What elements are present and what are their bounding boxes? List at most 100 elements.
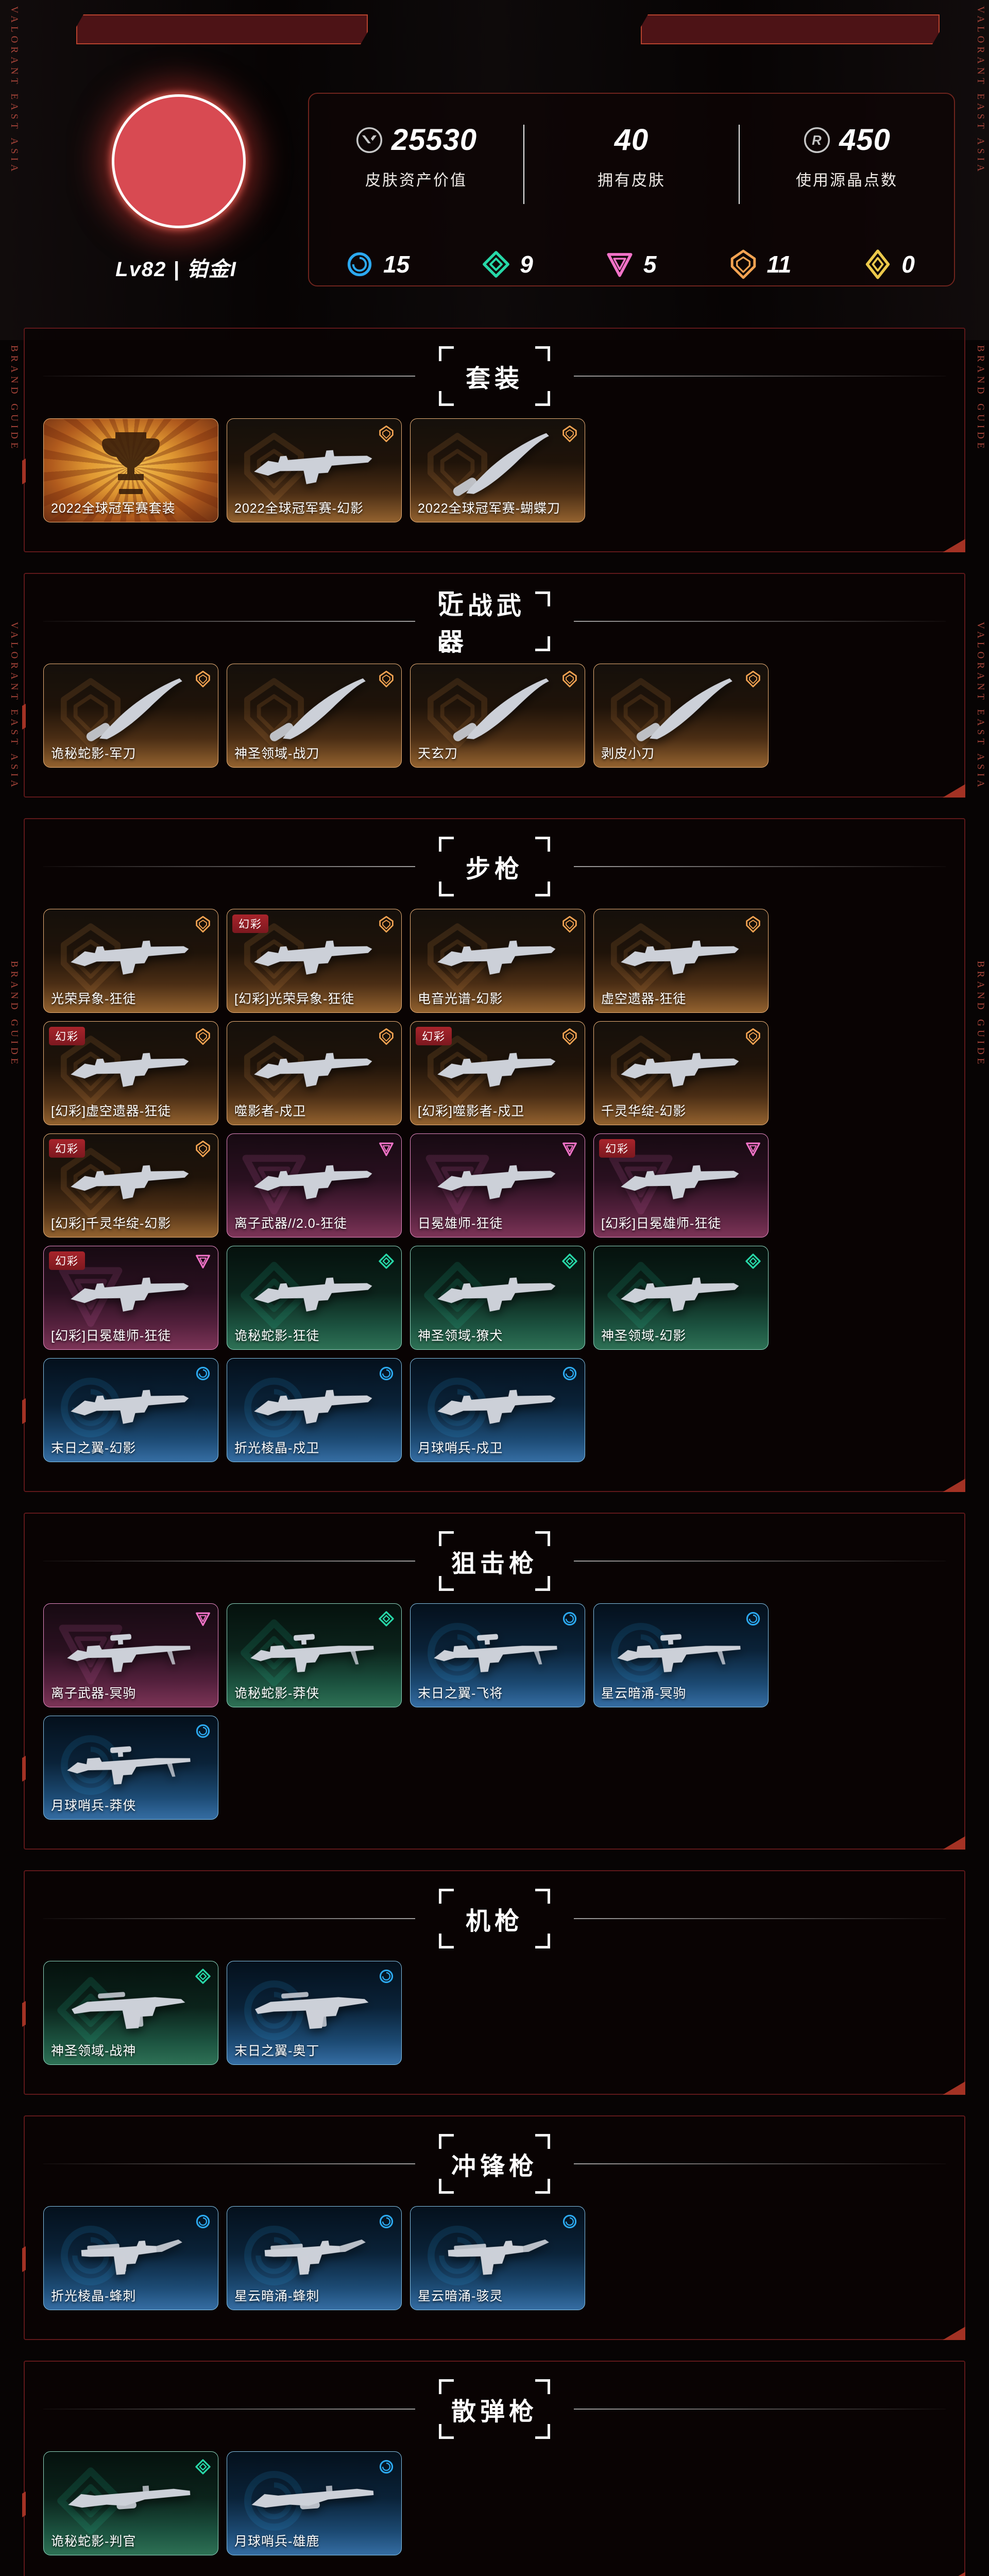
tier-count-value: 9 (520, 251, 533, 278)
skin-name: 日冕雄师-狂徒 (418, 1216, 503, 1231)
skin-card[interactable]: 神圣领域-战神 (43, 1961, 218, 2065)
skin-name: [幻彩]光荣异象-狂徒 (234, 992, 355, 1006)
skin-card[interactable]: [幻彩]日冕雄师-狂徒 幻彩 (593, 1133, 769, 1238)
skin-card[interactable]: 神圣领域-幻影 (593, 1246, 769, 1350)
bracket-corner-icon (535, 346, 550, 361)
skin-name: 离子武器//2.0-狂徒 (234, 1216, 347, 1231)
skin-card[interactable]: 噬影者-戍卫 (227, 1021, 402, 1125)
variant-tag: 幻彩 (232, 914, 268, 933)
section-title: 狙击枪 (451, 1550, 538, 1578)
bracket-corner-icon (439, 591, 454, 606)
stat-label: 拥有皮肤 (598, 172, 666, 189)
skin-card[interactable]: 诡秘蛇影-军刀 (43, 664, 218, 768)
avatar[interactable] (112, 94, 246, 228)
skin-card[interactable]: 2022全球冠军赛-蝴蝶刀 (410, 418, 585, 522)
skin-name: [幻彩]日冕雄师-狂徒 (51, 1329, 172, 1343)
skin-name: 神圣领域-战神 (51, 2044, 137, 2058)
skin-card[interactable]: 天玄刀 (410, 664, 585, 768)
tier-count-value: 5 (643, 251, 657, 278)
tier-count-select: 15 (344, 247, 410, 281)
skin-name: 星云暗涌-蜂刺 (234, 2289, 320, 2303)
bracket-corner-icon (439, 1934, 454, 1948)
weapon-art-mg (240, 1967, 389, 2044)
skin-card[interactable]: 千灵华绽-幻影 (593, 1021, 769, 1125)
skin-card[interactable]: 离子武器-冥驹 (43, 1603, 218, 1707)
skin-card[interactable]: [幻彩]日冕雄师-狂徒 幻彩 (43, 1246, 218, 1350)
skin-card[interactable]: 神圣领域-战刀 (227, 664, 402, 768)
skin-card[interactable]: 月球哨兵-莽侠 (43, 1716, 218, 1820)
weapon-art-rifle (423, 1364, 573, 1442)
skin-name: 诡秘蛇影-狂徒 (234, 1329, 320, 1343)
header-line-right (574, 2409, 946, 2410)
skin-card[interactable]: 折光棱晶-蜂刺 (43, 2206, 218, 2310)
skin-card[interactable]: 日冕雄师-狂徒 (410, 1133, 585, 1238)
header-line-left (43, 1561, 415, 1562)
weapon-art-sniper (56, 1721, 206, 1799)
skin-card[interactable]: 末日之翼-奥丁 (227, 1961, 402, 2065)
tier-counts-row: 15 9 5 11 0 (344, 242, 915, 286)
skin-card[interactable]: [幻彩]噬影者-戍卫 幻彩 (410, 1021, 585, 1125)
skin-card[interactable]: 折光棱晶-戍卫 (227, 1358, 402, 1462)
skin-card[interactable]: 神圣领域-獠犬 (410, 1246, 585, 1350)
section-header: 近战武器 (43, 591, 946, 656)
tier-count-ultra: 0 (862, 247, 915, 281)
skin-card[interactable]: [幻彩]光荣异象-狂徒 幻彩 (227, 909, 402, 1013)
skin-card[interactable]: 剥皮小刀 (593, 664, 769, 768)
skin-card[interactable]: 月球哨兵-雄鹿 (227, 2451, 402, 2555)
skin-card[interactable]: 末日之翼-飞将 (410, 1603, 585, 1707)
weapon-art-rifle (606, 1027, 756, 1105)
skin-card[interactable]: 虚空遗器-狂徒 (593, 909, 769, 1013)
skin-card[interactable]: 离子武器//2.0-狂徒 (227, 1133, 402, 1238)
skin-card[interactable]: 星云暗涌-冥驹 (593, 1603, 769, 1707)
skin-name: 神圣领域-战刀 (234, 747, 320, 761)
header-line-left (43, 2409, 415, 2410)
tier-badge-select-icon (194, 2212, 212, 2231)
skin-card[interactable]: 2022全球冠军赛-幻影 (227, 418, 402, 522)
variant-tag: 幻彩 (49, 1139, 85, 1158)
skin-card[interactable]: [幻彩]千灵华绽-幻影 幻彩 (43, 1133, 218, 1238)
card-grid: 2022全球冠军赛套装 2022全球冠军赛-幻影 2022全球冠军赛-蝴蝶刀 (43, 418, 946, 522)
tier-ultra-icon (862, 247, 893, 281)
skin-card[interactable]: 诡秘蛇影-狂徒 (227, 1246, 402, 1350)
skin-name: 天玄刀 (418, 747, 458, 761)
bracket-corner-icon (535, 636, 550, 651)
skin-name: 诡秘蛇影-判官 (51, 2534, 137, 2549)
skin-card[interactable]: 星云暗涌-蜂刺 (227, 2206, 402, 2310)
skin-card[interactable]: 末日之翼-幻影 (43, 1358, 218, 1462)
tier-count-value: 0 (901, 251, 915, 278)
skin-name: 诡秘蛇影-军刀 (51, 747, 137, 761)
tier-deluxe-icon (481, 247, 511, 281)
player-level: Lv82 | 铂金I (115, 258, 237, 281)
skin-card[interactable]: 电音光谱-幻影 (410, 909, 585, 1013)
weapon-art-knife (56, 669, 206, 747)
skin-card[interactable]: [幻彩]虚空遗器-狂徒 幻彩 (43, 1021, 218, 1125)
tier-count-exclusive: 11 (728, 247, 791, 281)
tier-badge-select-icon (378, 2457, 395, 2477)
weapon-sections: 套装 2022全球冠军赛套装 2022全球冠军赛-幻影 2022全球冠军赛-蝴蝶… (24, 328, 965, 2576)
bracket-corner-icon (535, 837, 550, 852)
tier-badge-select-icon (744, 1609, 762, 1629)
tier-badge-exclusive-icon (194, 914, 212, 934)
skin-card[interactable]: 2022全球冠军赛套装 (43, 418, 218, 522)
tier-badge-select-icon (194, 1721, 212, 1741)
header-line-left (43, 621, 415, 622)
tier-badge-select-icon (194, 1364, 212, 1383)
header-bracket: 冲锋枪 (439, 2134, 550, 2194)
bracket-corner-icon (439, 391, 454, 406)
card-grid: 诡秘蛇影-军刀 神圣领域-战刀 天玄刀 剥皮小刀 (43, 664, 946, 768)
skin-card[interactable]: 星云暗涌-骇灵 (410, 2206, 585, 2310)
skin-card[interactable]: 光荣异象-狂徒 (43, 909, 218, 1013)
skin-card[interactable]: 诡秘蛇影-莽侠 (227, 1603, 402, 1707)
tier-badge-deluxe-icon (194, 1967, 212, 1986)
skin-card[interactable]: 诡秘蛇影-判官 (43, 2451, 218, 2555)
bracket-corner-icon (439, 1889, 454, 1904)
skin-name: 2022全球冠军赛套装 (51, 501, 176, 516)
weapon-art-sniper (240, 1609, 389, 1687)
bracket-corner-icon (535, 1934, 550, 1948)
skin-card[interactable]: 月球哨兵-戍卫 (410, 1358, 585, 1462)
skin-name: 末日之翼-奥丁 (234, 2044, 320, 2058)
